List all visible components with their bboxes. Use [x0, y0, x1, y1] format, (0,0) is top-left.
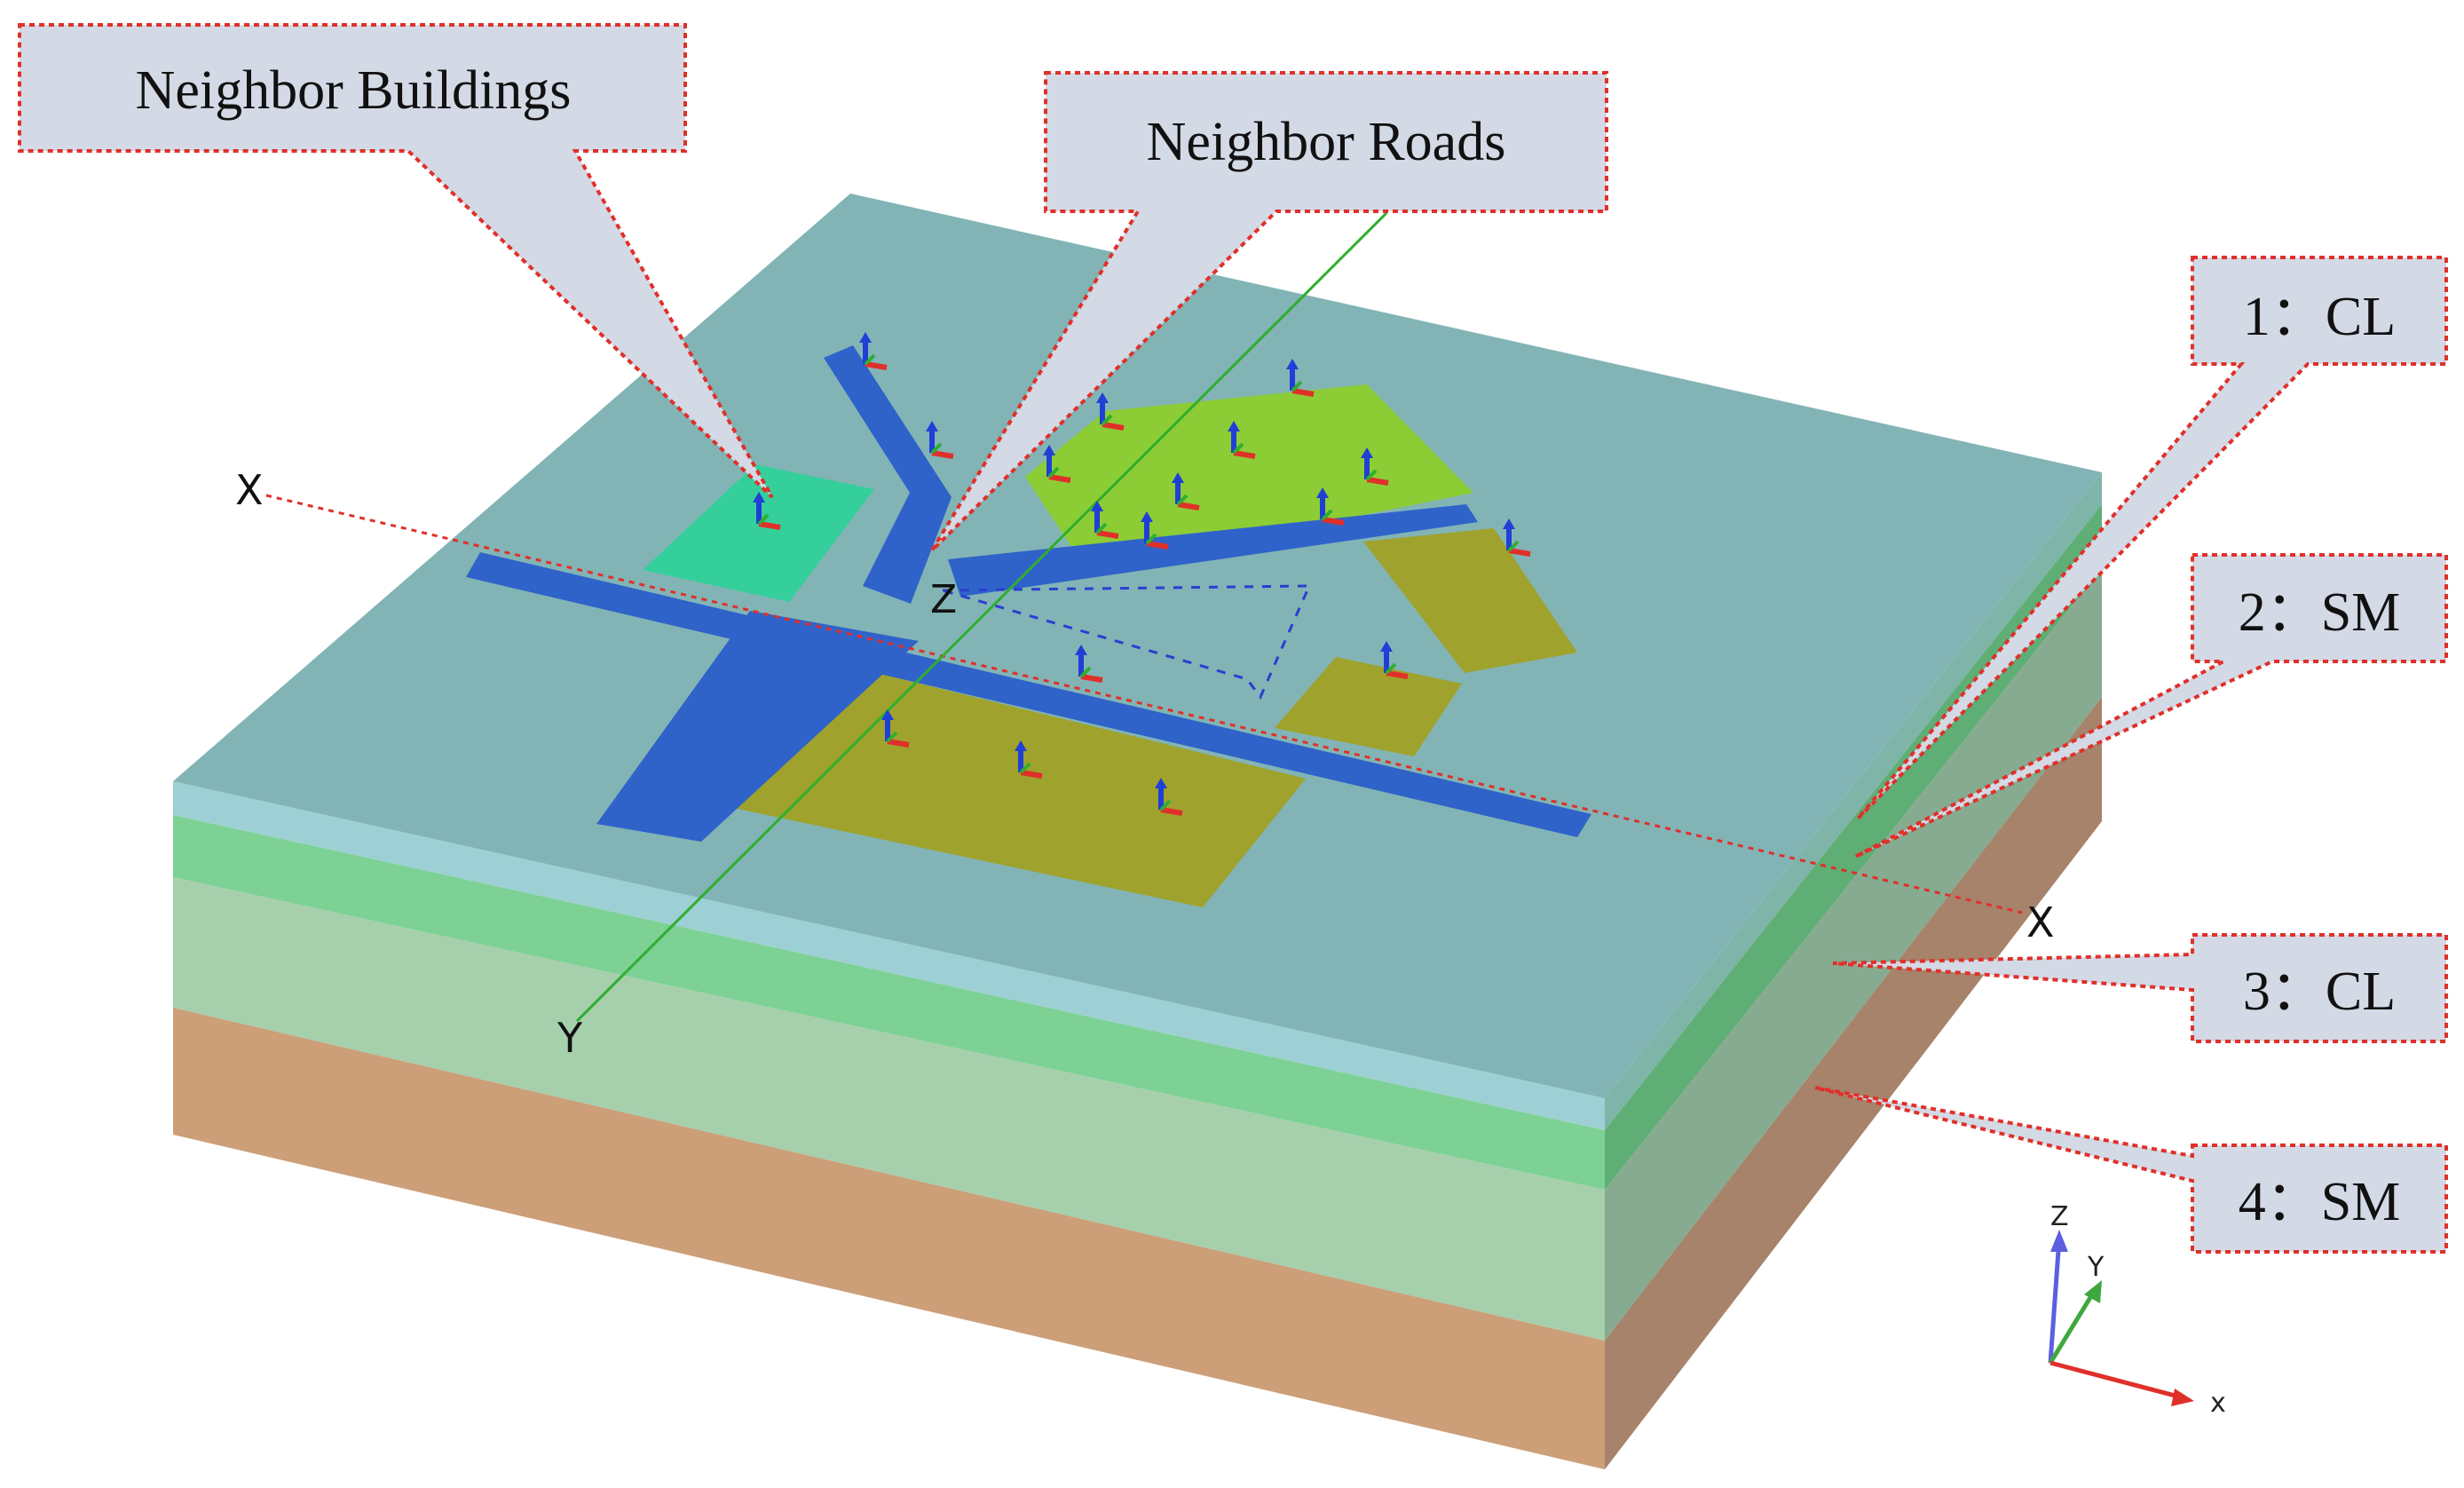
layer-callout-2: 2：SM	[1854, 553, 2448, 859]
layer-callout-4: 4：SM	[1814, 1086, 2448, 1254]
neighbor-buildings	[643, 384, 1577, 907]
support-marker-icon	[926, 421, 954, 459]
dashed-outline	[942, 584, 1312, 700]
support-marker-icon	[753, 492, 781, 530]
support-marker-icon	[1096, 392, 1125, 431]
layer-3-right	[1605, 568, 2102, 1341]
layer-callout-2-text: 2：SM	[2239, 582, 2401, 643]
global-z-label: Z	[930, 577, 957, 622]
support-marker-icon	[1503, 518, 1531, 557]
layer-callout-1: 1：CL	[1856, 256, 2448, 820]
triad-z-axis-icon	[2048, 1238, 2062, 1364]
neighbor-roads	[466, 345, 1591, 842]
triad-x-arrow-icon	[2171, 1389, 2194, 1406]
support-marker-icon	[1141, 511, 1169, 550]
building-yellow-right	[1363, 528, 1577, 673]
global-axes: X X Y Z	[235, 211, 2055, 1062]
triad-y-arrow-icon	[2084, 1280, 2102, 1303]
triad-y-label: Y	[2087, 1252, 2105, 1283]
road-northeast-branch	[948, 504, 1478, 597]
layer-callout-3-shape	[1832, 933, 2448, 1043]
support-marker-icon	[1043, 445, 1071, 483]
layer-callout-4-text: 4：SM	[2239, 1172, 2401, 1232]
support-marker-icon	[1316, 487, 1345, 526]
layer-2-right	[1605, 504, 2102, 1190]
layer-4-left	[173, 1008, 1605, 1469]
support-marker-icon	[859, 332, 888, 370]
global-x-label-left: X	[235, 466, 264, 514]
layer-1-right	[1605, 472, 2102, 1130]
support-marker-icon	[1228, 421, 1256, 459]
soil-block-right-face	[1605, 472, 2102, 1469]
support-marker-icon	[1172, 472, 1200, 511]
road-northwest-branch	[824, 345, 952, 604]
building-lime	[1025, 384, 1473, 571]
layer-3-left	[173, 877, 1605, 1341]
layer-callout-4-shape	[1814, 1086, 2448, 1254]
support-marker-icon	[1380, 641, 1409, 679]
layer-callout-1-shape	[1856, 256, 2448, 820]
support-marker-icon	[881, 709, 910, 748]
road-south-branch	[596, 611, 919, 842]
support-marker-icon	[1015, 740, 1043, 779]
global-x-label-right: X	[2026, 898, 2055, 946]
orientation-triad: Z Y x	[2048, 1201, 2226, 1419]
support-marker-icon	[1091, 501, 1119, 539]
support-marker-icon	[1361, 447, 1389, 486]
support-marker-icon	[1075, 645, 1103, 683]
layer-callout-3: 3：CL	[1832, 933, 2448, 1043]
callout-roads-text: Neighbor Roads	[1147, 112, 1506, 172]
global-y-label: Y	[557, 1014, 583, 1062]
callout-buildings: Neighbor Buildings	[18, 23, 774, 499]
layer-4-right	[1605, 697, 2102, 1469]
triad-y-axis-icon	[2048, 1286, 2099, 1365]
callout-buildings-shape	[18, 23, 774, 499]
layer-2-left	[173, 815, 1605, 1190]
support-marker-icon	[1155, 778, 1183, 816]
triad-z-arrow-icon	[2050, 1230, 2068, 1252]
building-yellow-small	[1275, 657, 1462, 756]
support-marker-icon	[1286, 359, 1315, 397]
global-y-axis-line	[575, 211, 1388, 1023]
layer-1-left	[173, 781, 1605, 1130]
building-yellow-large	[725, 666, 1306, 907]
callout-buildings-text: Neighbor Buildings	[136, 60, 572, 121]
callout-roads-shape	[930, 71, 1608, 552]
building-teal	[643, 464, 874, 602]
global-x-axis-line	[265, 494, 2023, 914]
triad-z-label: Z	[2050, 1201, 2069, 1232]
support-markers	[753, 332, 1531, 816]
layer-callout-2-shape	[1854, 553, 2448, 859]
soil-block-left-face	[173, 781, 1605, 1469]
triad-x-label: x	[2210, 1388, 2226, 1419]
callout-roads: Neighbor Roads	[930, 71, 1608, 552]
layer-callout-1-text: 1：CL	[2243, 287, 2396, 347]
triad-x-axis-icon	[2049, 1360, 2186, 1401]
layer-callout-3-text: 3：CL	[2243, 962, 2396, 1022]
